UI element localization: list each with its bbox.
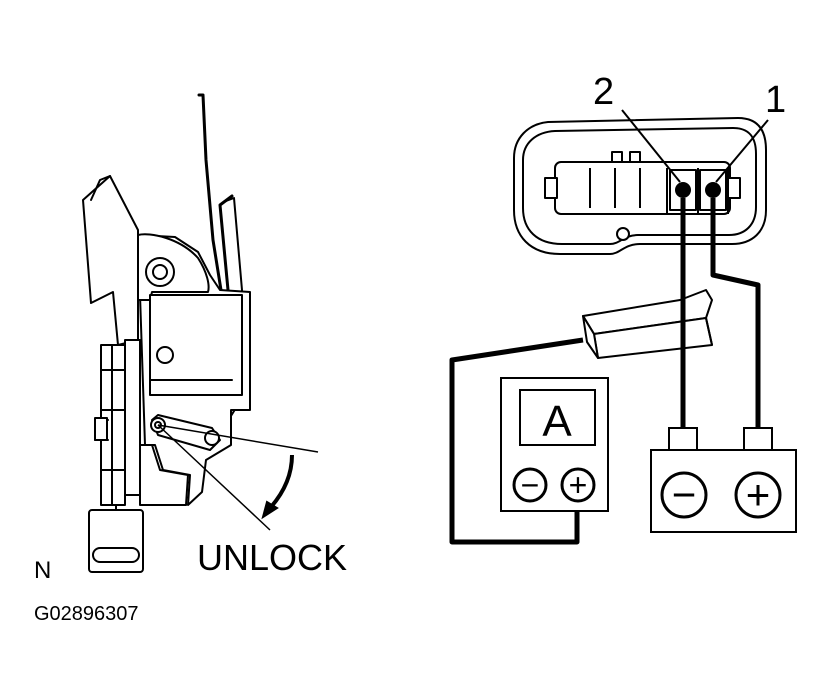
battery-minus-post bbox=[668, 427, 698, 451]
ammeter-minus-terminal bbox=[512, 467, 548, 503]
housing-boss-inner bbox=[152, 264, 168, 280]
ammeter-plus-terminal bbox=[560, 467, 596, 503]
side-rail-back bbox=[124, 339, 141, 496]
ammeter-plus-sign: + bbox=[569, 467, 588, 503]
ammeter-symbol: A bbox=[542, 397, 572, 446]
side-rail-inner bbox=[111, 344, 126, 506]
connector-key-right bbox=[727, 177, 741, 199]
figure-code: G02896307 bbox=[34, 603, 139, 625]
current-clamp bbox=[582, 289, 713, 359]
connector-slot bbox=[92, 547, 140, 563]
unlock-lever bbox=[151, 414, 221, 451]
unlock-arrow-arc bbox=[269, 454, 294, 509]
door-lock-assembly bbox=[82, 93, 251, 573]
terminal-2-label: 2 bbox=[593, 71, 614, 113]
terminal-2-pin bbox=[675, 182, 691, 198]
terminal-1-label: 1 bbox=[765, 79, 786, 121]
wire-terminal-1-to-battery-plus bbox=[710, 198, 761, 430]
terminal-2-leader bbox=[621, 109, 681, 183]
terminal-1-leader bbox=[715, 119, 769, 183]
clamp-front bbox=[582, 315, 599, 359]
ammeter-display bbox=[519, 389, 596, 446]
connector-tab-1 bbox=[611, 151, 623, 163]
battery-minus-sign: − bbox=[672, 471, 697, 518]
ammeter-minus-sign: − bbox=[521, 467, 540, 503]
actuator-connector bbox=[513, 117, 767, 255]
corner-letter: N bbox=[34, 557, 51, 584]
leader-line bbox=[157, 424, 271, 531]
motor-screw bbox=[156, 346, 174, 364]
reference-line bbox=[157, 424, 319, 453]
battery-plus-post bbox=[743, 427, 773, 451]
terminal-1-pin bbox=[705, 182, 721, 198]
lower-bracket bbox=[139, 444, 189, 506]
cover-flap bbox=[90, 175, 111, 201]
clamp-edge bbox=[705, 317, 713, 346]
linkage-rod-outer bbox=[197, 93, 223, 292]
unlock-label: UNLOCK bbox=[197, 537, 347, 578]
connector-mount-hole bbox=[616, 227, 630, 241]
unlock-arrow-head bbox=[261, 500, 279, 520]
connector-key-left bbox=[544, 177, 558, 199]
connector-tab-2 bbox=[629, 151, 641, 163]
battery-plus-terminal bbox=[734, 471, 782, 519]
front-cover-plate bbox=[82, 175, 139, 346]
wire-clip-to-ammeter-plus bbox=[449, 337, 584, 545]
battery-minus-terminal bbox=[660, 471, 708, 519]
ammeter bbox=[500, 377, 609, 512]
battery-plus-sign: + bbox=[746, 471, 771, 518]
motor-block bbox=[149, 294, 243, 396]
unlock-indicator bbox=[157, 424, 319, 531]
battery bbox=[650, 427, 797, 533]
rail-clip bbox=[94, 417, 108, 441]
